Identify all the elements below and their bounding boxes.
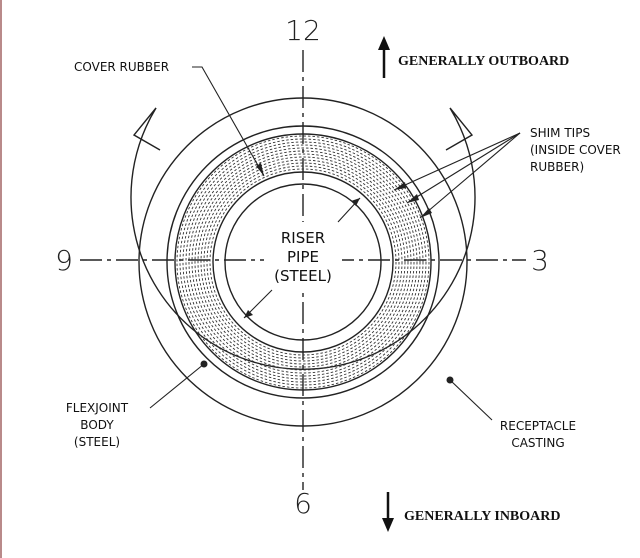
cover-rubber-leader <box>192 66 265 177</box>
shim-ring <box>209 168 397 356</box>
shim-leader-3 <box>419 132 521 219</box>
shim-tips-label-1: SHIM TIPS <box>530 126 590 140</box>
shim-leader-1 <box>393 132 521 191</box>
flexjoint-label-2: BODY <box>80 418 114 432</box>
shim-ring <box>194 153 412 371</box>
riser-arrowhead-upper <box>351 198 360 206</box>
shim-ring <box>191 150 415 374</box>
flexjoint-label-1: FLEXJOINT <box>66 401 129 415</box>
flexjoint-leader <box>149 363 205 409</box>
cover-rubber-label: COVER RUBBER <box>74 60 169 74</box>
riser-label-1: RISER <box>281 229 325 247</box>
shim-ring <box>185 144 421 380</box>
cover-rubber-outer <box>166 125 440 399</box>
shim-ring <box>176 135 430 389</box>
shim-arrowhead-3 <box>420 208 432 218</box>
shim-arrowhead-2 <box>407 194 419 203</box>
riser-label-2: PIPE <box>287 248 319 266</box>
receptacle-label-1: RECEPTACLE <box>500 419 576 433</box>
shim-ring <box>203 162 403 362</box>
shim-ring <box>206 165 400 359</box>
riser-text-backdrop <box>264 222 342 290</box>
cover-rubber-arrowhead <box>256 163 264 176</box>
rubber-ring-outer <box>174 133 432 391</box>
shim-tips-label-2: (INSIDE COVER <box>530 143 621 157</box>
shim-tips-label-3: RUBBER) <box>530 160 584 174</box>
shim-leader-2 <box>406 132 521 204</box>
clock-9: 9 <box>55 244 73 277</box>
receptacle-notch-left <box>132 107 161 151</box>
receptacle-dot <box>446 376 454 384</box>
receptacle-leader <box>449 379 493 421</box>
clock-12: 12 <box>285 14 321 47</box>
riser-pipe-circle <box>224 183 382 341</box>
outboard-arrow <box>378 36 390 78</box>
shim-ring <box>179 138 427 386</box>
rubber-ring-inner <box>212 171 394 353</box>
shim-rings <box>176 135 430 389</box>
flexjoint-body-circle <box>138 97 468 427</box>
shim-ring <box>197 156 409 368</box>
receptacle-casting-outline <box>130 107 476 370</box>
shim-arrowhead-1 <box>394 182 406 190</box>
inboard-arrow <box>382 492 394 532</box>
shim-ring <box>188 147 418 377</box>
clock-3: 3 <box>531 244 549 277</box>
inboard-label: GENERALLY INBOARD <box>404 509 561 524</box>
flexjoint-dot <box>200 360 208 368</box>
clock-6: 6 <box>294 487 312 520</box>
shim-ring <box>200 159 406 365</box>
flexjoint-label-3: (STEEL) <box>74 435 120 449</box>
riser-label-3: (STEEL) <box>274 267 332 285</box>
receptacle-label-2: CASTING <box>511 436 564 450</box>
outboard-label: GENERALLY OUTBOARD <box>398 54 569 69</box>
riser-arrowhead-lower <box>244 310 253 318</box>
shim-ring <box>182 141 424 383</box>
